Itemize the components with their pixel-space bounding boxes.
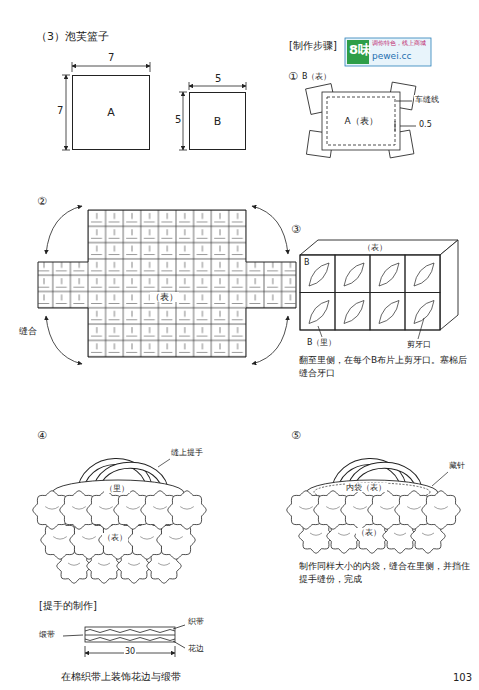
instruction-text: 制作同样大小的内袋，缝合在里侧，并挡住提手缝份，完成 bbox=[298, 560, 476, 585]
pattern-pieces bbox=[62, 62, 246, 150]
logo-slogan: 调你特色，线上商城 bbox=[372, 40, 426, 47]
dimension: 7 bbox=[107, 52, 115, 64]
dimension: 30 bbox=[124, 647, 136, 656]
step-number: ④ bbox=[36, 430, 48, 443]
dimension: 0.5 bbox=[418, 120, 433, 129]
page-number: 103 bbox=[452, 672, 473, 684]
piece-label: A（表） bbox=[343, 115, 378, 128]
note-label: 缝上提手 bbox=[170, 448, 204, 457]
dimension: 5 bbox=[174, 114, 182, 126]
fabric-piece: A（表） bbox=[322, 92, 400, 150]
part-label: B（里） bbox=[306, 338, 338, 347]
part-label: 内袋（表） bbox=[345, 483, 387, 492]
step-number: ② bbox=[36, 196, 48, 209]
part-label: B（表） bbox=[301, 72, 333, 81]
note-label: 缝合 bbox=[18, 326, 38, 336]
step1-drawing bbox=[306, 82, 416, 158]
part-label: B bbox=[303, 258, 311, 267]
section-heading: [制作步骤] bbox=[288, 40, 338, 52]
step-number: ③ bbox=[290, 224, 302, 237]
step-number: ① bbox=[287, 71, 299, 84]
step4-bag bbox=[33, 461, 206, 583]
handle-strap bbox=[63, 625, 185, 657]
piece-label: B bbox=[213, 115, 223, 128]
side-label: （里） bbox=[104, 484, 130, 493]
dimension: 7 bbox=[56, 105, 64, 117]
logo-mark: 8味 bbox=[349, 43, 371, 58]
watermark-logo bbox=[345, 38, 431, 66]
dimension: 5 bbox=[214, 73, 222, 85]
side-label: （表） bbox=[102, 533, 128, 542]
step2-grid bbox=[38, 206, 296, 364]
side-label: （表） bbox=[356, 528, 382, 537]
caption-text: 在棉织带上装饰花边与缎带 bbox=[60, 671, 182, 683]
side-label: （表） bbox=[150, 292, 179, 302]
piece-label: A bbox=[106, 106, 116, 119]
note-label: 藏针 bbox=[448, 461, 466, 470]
section-heading: [提手的制作] bbox=[38, 600, 98, 612]
instruction-text: 翻至里侧，在每个B布片上剪牙口。塞棉后缝合牙口 bbox=[298, 354, 476, 379]
logo-url: pewei.cc bbox=[372, 51, 411, 61]
step-number: ⑤ bbox=[290, 430, 302, 443]
note-label: 剪牙口 bbox=[406, 340, 432, 349]
note-label: 车缝线 bbox=[414, 95, 440, 104]
step5-bag bbox=[287, 461, 460, 553]
step3-box bbox=[300, 240, 458, 339]
leader-lines bbox=[158, 459, 448, 486]
pattern-piece: A bbox=[72, 75, 150, 150]
part-label: 织带 bbox=[187, 617, 205, 626]
side-label: （表） bbox=[362, 243, 388, 252]
pattern-piece: B bbox=[189, 92, 246, 150]
page-title: （3）泡芙篮子 bbox=[36, 31, 109, 44]
part-label: 花边 bbox=[187, 644, 205, 653]
part-label: 缎带 bbox=[38, 630, 56, 639]
